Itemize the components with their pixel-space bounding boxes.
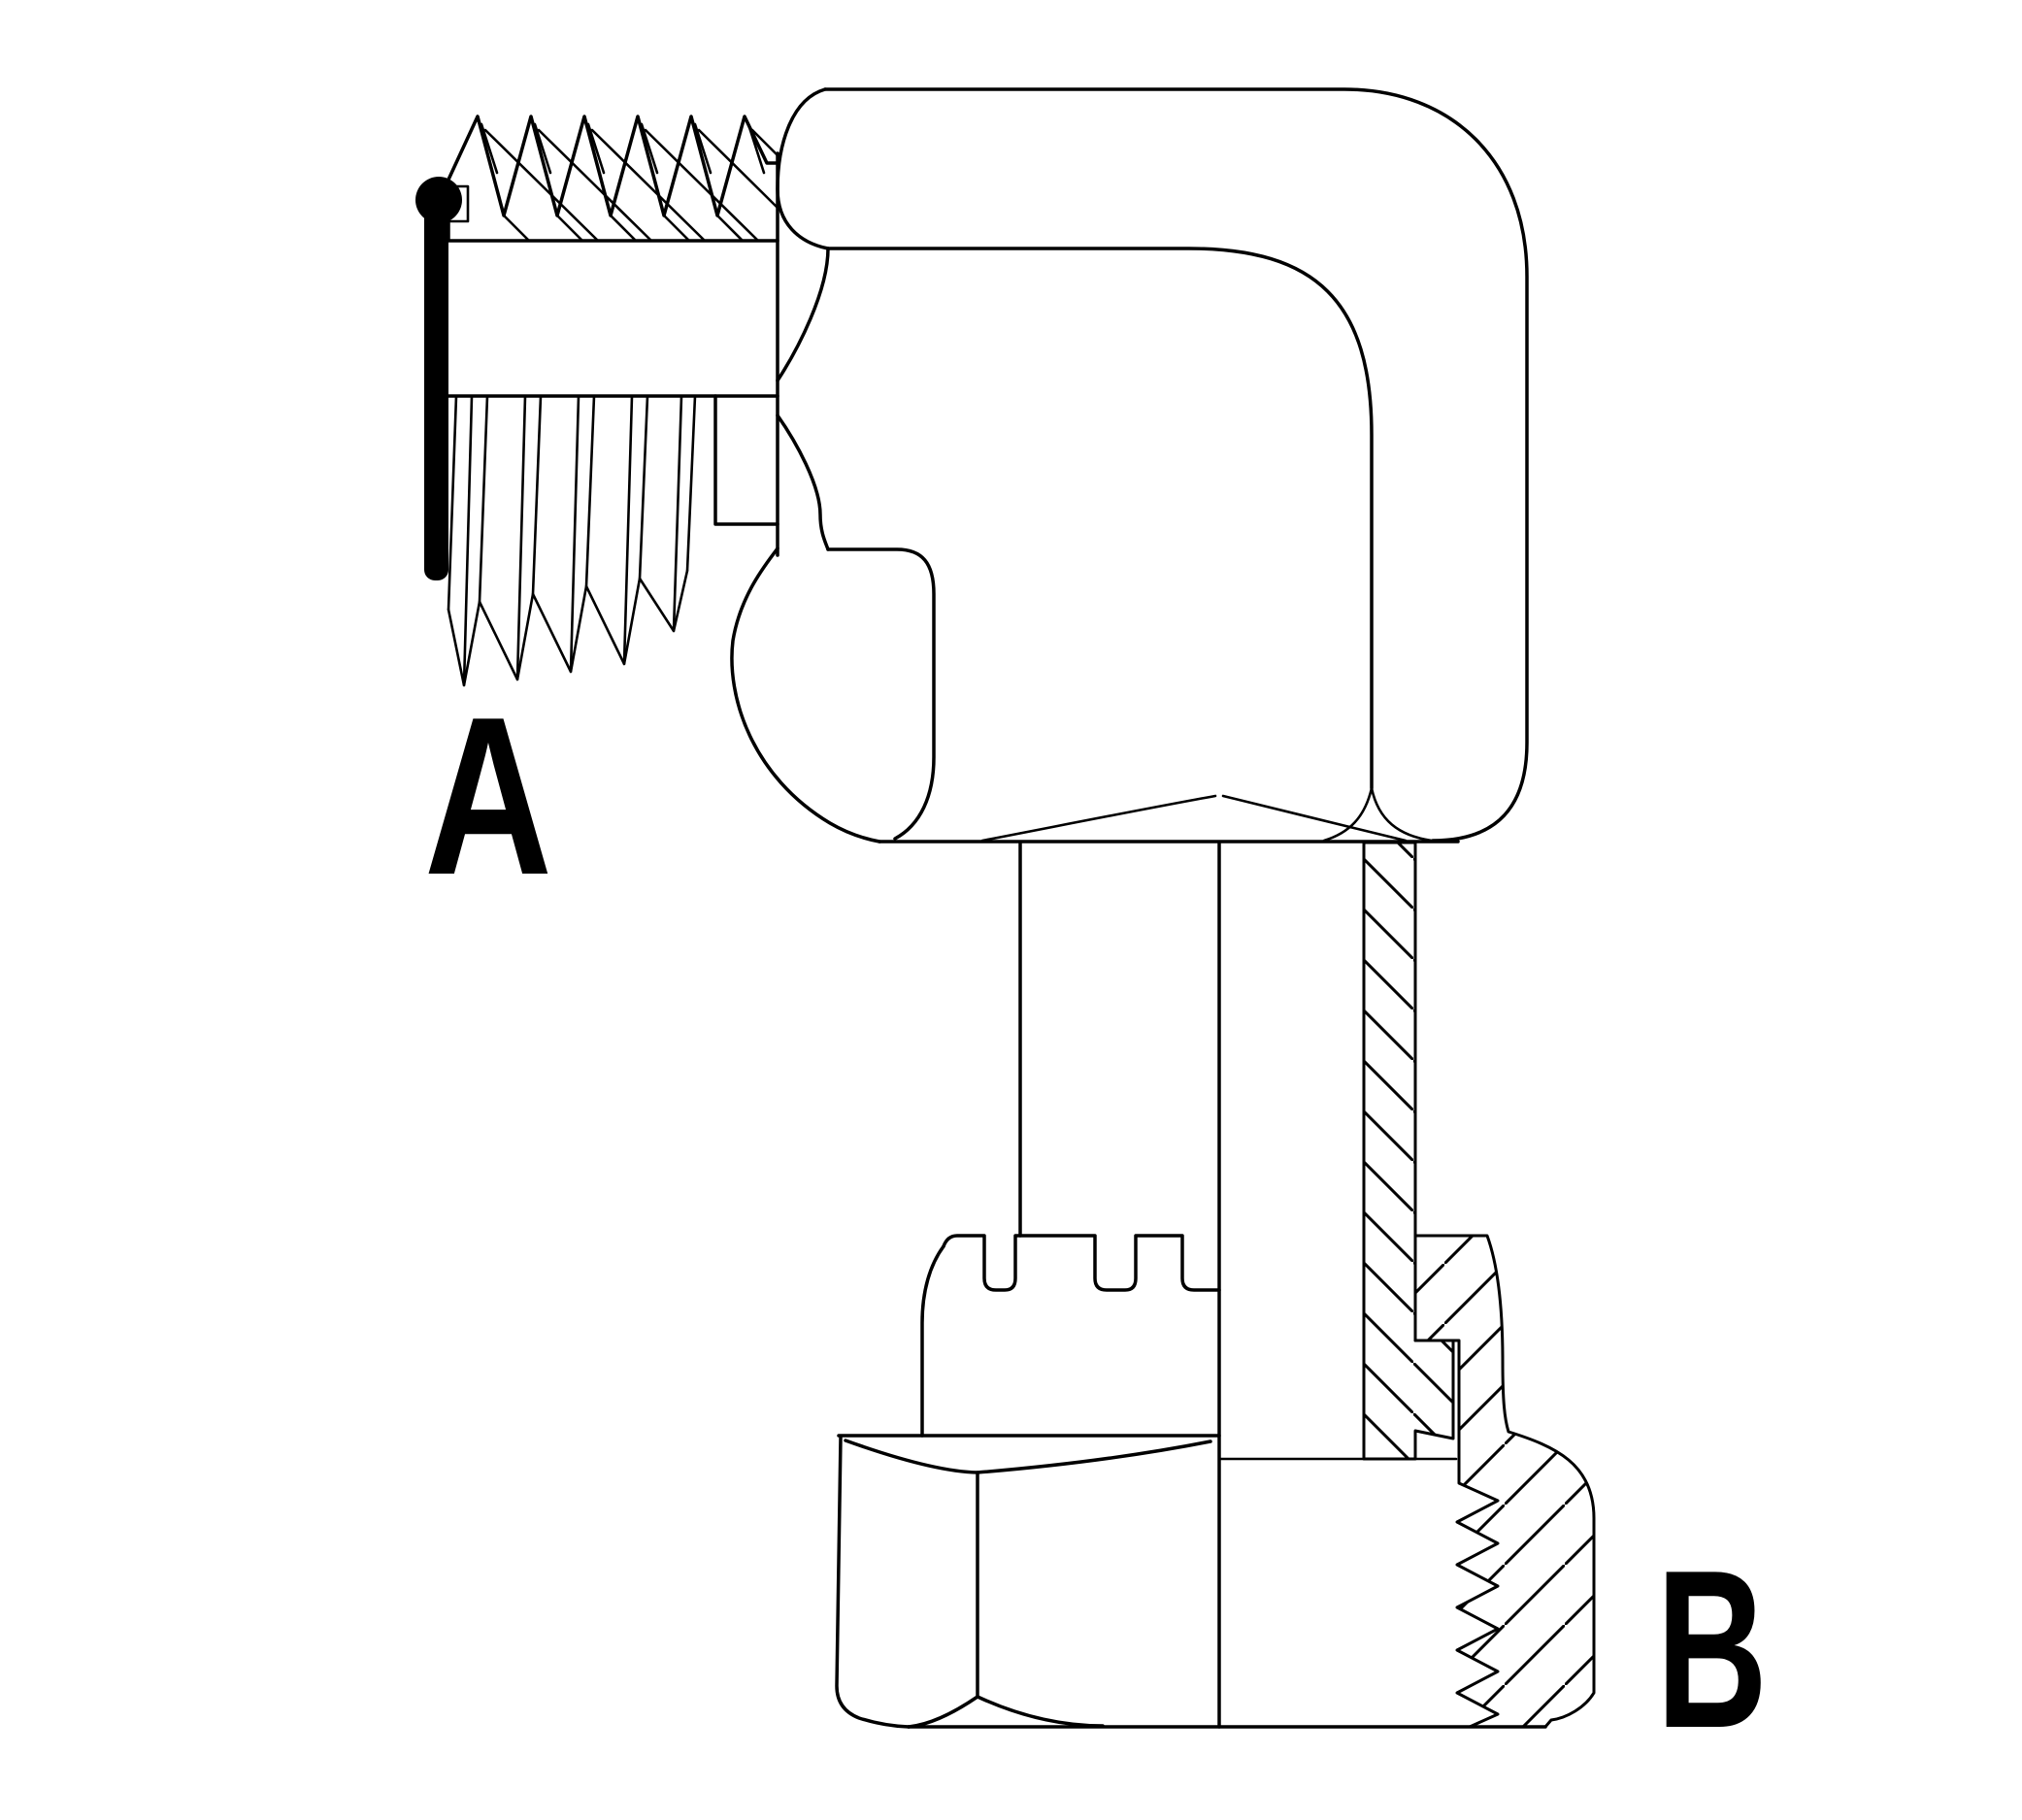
elbow-body — [730, 87, 1529, 844]
bore-corner-flares — [1322, 786, 1434, 843]
boss-top-outline — [826, 547, 936, 841]
port-b-label: B — [1656, 1524, 1768, 1775]
thread-flank-lines — [483, 128, 779, 243]
thread-root-line — [447, 178, 779, 243]
hex-chamfer-arc-mid — [776, 247, 830, 382]
male-port-a — [415, 115, 779, 687]
nut-left-edge — [835, 1436, 911, 1729]
swivel-collar — [920, 1234, 1221, 1438]
nut-wall-section-with-threads — [1413, 1234, 1596, 1729]
o-ring-face-band — [424, 200, 448, 580]
body-inner-bore-contour — [826, 247, 1374, 790]
hex-nut-port-b — [835, 1234, 1596, 1729]
port-a-label: A — [424, 671, 552, 922]
hex-chamfer-arc-low — [776, 414, 830, 551]
hex-chamfer-arc-top — [776, 87, 830, 250]
nut-top-chamfer-arcs — [844, 1439, 1212, 1474]
thread-side-view-points — [447, 569, 689, 687]
body-outer-contour — [823, 87, 1529, 843]
bore-cone-curves — [980, 794, 1408, 843]
boss-left-outline — [730, 546, 881, 844]
thread-crest-inner-lines — [480, 122, 766, 175]
thread-side-view-lines — [447, 394, 697, 687]
thread-runout-step — [713, 394, 779, 526]
collar-left-edge — [920, 1244, 945, 1438]
thread-crest-profile — [447, 115, 779, 217]
collar-castellated-top — [942, 1234, 1221, 1292]
